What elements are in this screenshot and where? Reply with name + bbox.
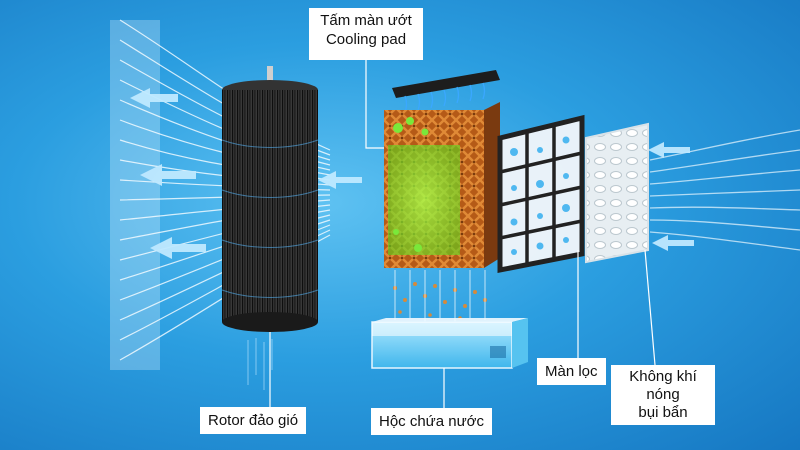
water-tank-label: Hộc chứa nước [371,408,492,435]
filter-label: Màn lọc [537,358,606,385]
cooling-pad-label-en: Cooling pad [325,31,407,48]
cooling-pad-label-vi: Tấm màn ướt [320,12,412,29]
rotor [221,66,319,390]
hot-air-label: Không khí nóng bụi bẩn [611,365,715,425]
water-drop-icon [510,136,570,255]
rotor-label: Rotor đảo gió [200,407,307,434]
water-tank [371,318,528,369]
hot-air-label-line3: bụi bẩn [638,404,688,421]
leader-lines [269,54,656,408]
mesh-filter [585,122,649,264]
cooling-pad-label: Tấm màn ướt Cooling pad [309,8,423,60]
hot-air-label-line1: Không khí [629,368,697,385]
hot-air-label-line2: nóng [646,386,680,403]
airflow-glow [110,20,160,370]
airflow-streams-right [649,129,800,251]
filter-frame [497,114,585,274]
cooling-pad-assembly [384,70,500,322]
